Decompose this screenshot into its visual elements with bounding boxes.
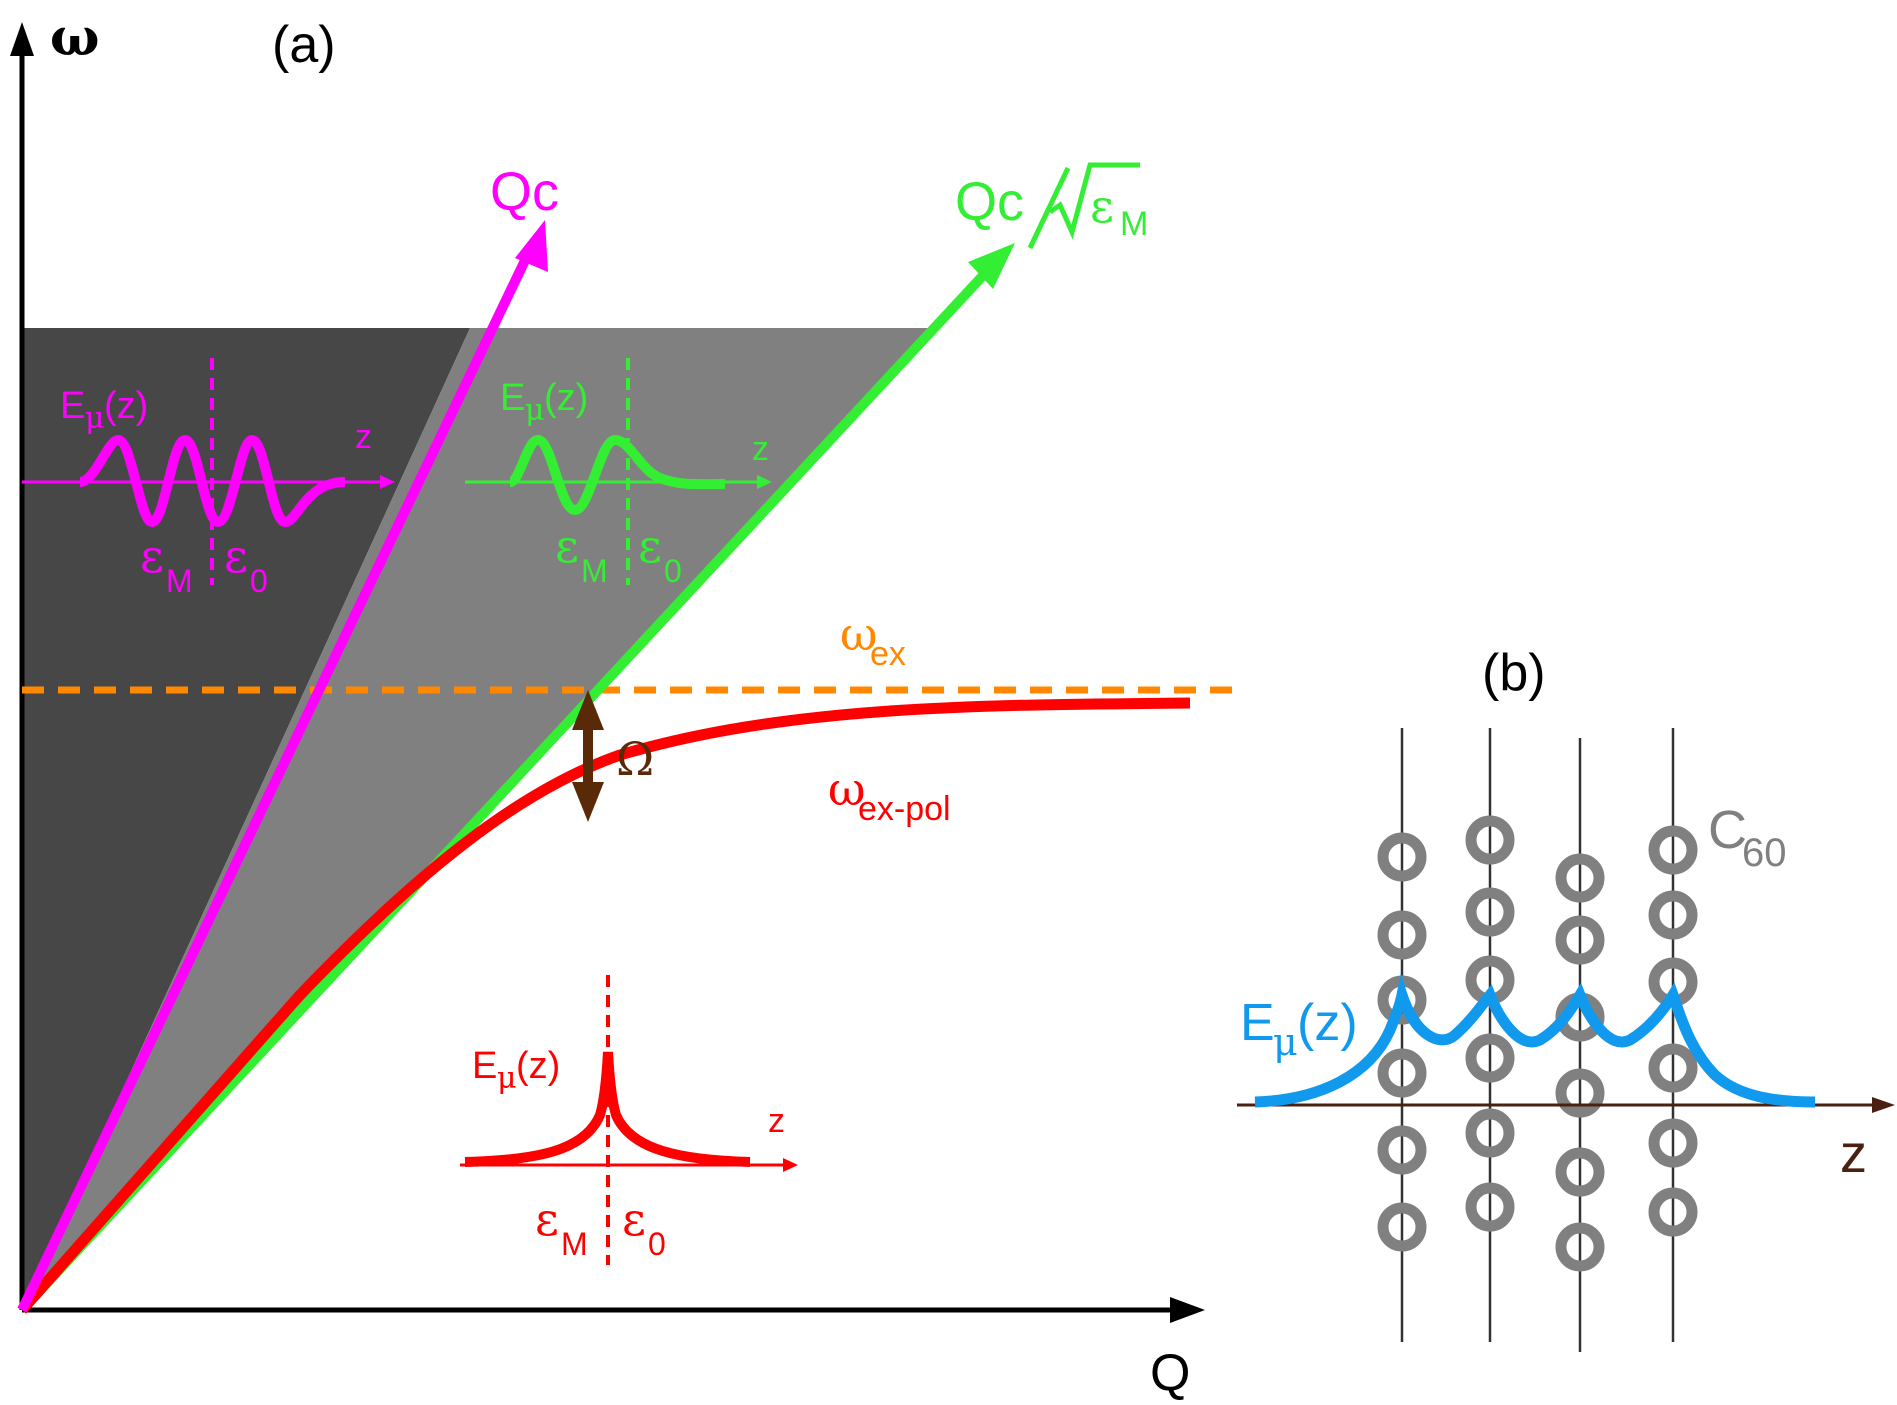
light-line-medium-arrow-icon — [968, 243, 1015, 289]
c60-molecule — [1377, 1202, 1427, 1252]
inset-medium-eps-right-sub: 0 — [664, 553, 682, 589]
panel-a: ω Q (a) Ω Qc Qc ε M ω ex — [10, 7, 1238, 1402]
inset-vacuum-eps-left-sub: M — [166, 563, 193, 599]
inset-polariton-eps-right-sub: 0 — [648, 1226, 666, 1262]
c60-molecule — [1465, 1033, 1515, 1083]
inset-vacuum-eps-left: ε — [140, 529, 164, 583]
inset-polariton-field-arg: (z) — [516, 1045, 560, 1087]
inset-medium-axis-label: z — [752, 430, 769, 468]
polariton-curve — [17, 697, 1191, 1314]
inset-vacuum-field-wave — [78, 434, 346, 528]
inset-polariton-field-label: E — [472, 1045, 497, 1087]
inset-medium-field-arg: (z) — [544, 377, 588, 419]
panel-b-z-axis-arrow-icon — [1872, 1097, 1895, 1113]
inset-polariton-eps-right: ε — [622, 1192, 646, 1246]
y-axis-label: ω — [50, 7, 100, 68]
rabi-label: Ω — [616, 732, 654, 786]
c60-molecule — [1377, 832, 1427, 882]
polariton-label-sub: ex-pol — [858, 790, 951, 828]
inset-polariton-axis-arrow-icon — [783, 1158, 798, 1172]
c60-molecule — [1648, 1187, 1698, 1237]
inset-polariton-eps-left-sub: M — [561, 1226, 588, 1262]
c60-molecule — [1555, 1068, 1605, 1118]
polariton-label-main: ω — [828, 762, 866, 816]
c60-molecule — [1465, 1182, 1515, 1232]
rabi-arrow-up-icon — [572, 690, 604, 730]
light-line-vacuum-arrow-icon — [515, 220, 548, 272]
c60-label-main: C — [1708, 800, 1747, 860]
inset-medium-field-label: E — [500, 377, 525, 419]
c60-molecule — [1648, 1118, 1698, 1168]
inset-vacuum-eps-right: ε — [224, 529, 248, 583]
c60-molecule — [1465, 887, 1515, 937]
c60-molecule — [1377, 1048, 1427, 1098]
inset-medium-eps-left-sub: M — [581, 553, 608, 589]
panel-b-field-profile — [1254, 973, 1816, 1108]
panel-b-field-label-arg: (z) — [1297, 994, 1358, 1052]
inset-polariton-eps-left: ε — [535, 1192, 559, 1246]
c60-molecule — [1648, 1043, 1698, 1093]
inset-medium-axis-arrow-icon — [757, 475, 772, 489]
inset-medium-eps-left: ε — [555, 519, 579, 573]
inset-vacuum: E μ (z) z ε M ε 0 — [22, 358, 395, 599]
inset-polariton-field-peak — [464, 1051, 751, 1167]
c60-molecule — [1377, 1125, 1427, 1175]
light-line-medium — [18, 264, 994, 1314]
light-line-medium-label-main: Qc — [955, 172, 1024, 232]
c60-molecule — [1555, 1222, 1605, 1272]
panel-b-label: (b) — [1482, 644, 1546, 702]
inset-polariton: E μ (z) z ε M ε 0 — [460, 975, 798, 1265]
sqrt-slash — [1027, 166, 1071, 250]
c60-molecule — [1465, 815, 1515, 865]
c60-molecule — [1555, 915, 1605, 965]
inset-vacuum-axis-arrow-icon — [380, 475, 395, 489]
x-axis-arrow-icon — [1170, 1297, 1205, 1323]
light-line-vacuum — [17, 247, 535, 1313]
panel-b-axis-label: z — [1840, 1124, 1867, 1184]
panel-b-field-label-sub: μ — [1273, 1020, 1298, 1064]
exciton-level-label-sub: ex — [870, 635, 906, 673]
inset-vacuum-field-label: E — [60, 385, 85, 427]
c60-molecule — [1648, 825, 1698, 875]
c60-molecule — [1648, 890, 1698, 940]
x-axis-label: Q — [1150, 1344, 1190, 1402]
panel-b-field-label: E μ (z) — [1240, 994, 1358, 1064]
panel-b: (b) — [1237, 644, 1895, 1352]
exciton-level-label: ω ex — [840, 607, 906, 673]
inset-vacuum-field-sub: μ — [85, 401, 105, 436]
c60-molecule — [1465, 1108, 1515, 1158]
c60-molecule — [1377, 910, 1427, 960]
inset-medium-eps-right: ε — [638, 519, 662, 573]
rabi-arrow-down-icon — [572, 782, 604, 822]
inset-medium-field-wave — [507, 434, 726, 516]
panel-b-field-label-main: E — [1240, 994, 1275, 1052]
c60-label-sub: 60 — [1742, 831, 1787, 875]
exciton-level-label-main: ω — [840, 607, 878, 661]
inset-vacuum-axis-label: z — [355, 418, 372, 456]
inset-polariton-field-sub: μ — [497, 1061, 517, 1096]
inset-medium-field-sub: μ — [525, 393, 545, 428]
light-line-medium-label-eps-sub: M — [1120, 205, 1148, 243]
inset-vacuum-field-arg: (z) — [104, 385, 148, 427]
light-line-medium-label: Qc ε M — [955, 162, 1148, 250]
panel-a-label: (a) — [272, 16, 336, 74]
light-line-vacuum-label: Qc — [490, 162, 559, 222]
polariton-label: ω ex-pol — [828, 762, 951, 828]
y-axis-arrow-icon — [10, 22, 34, 56]
sqrt-sign-icon — [1048, 162, 1140, 240]
light-line-medium-label-eps: ε — [1090, 179, 1114, 233]
c60-molecule — [1555, 1147, 1605, 1197]
inset-vacuum-eps-right-sub: 0 — [250, 563, 268, 599]
c60-molecule — [1555, 853, 1605, 903]
inset-medium: E μ (z) z ε M ε 0 — [465, 358, 772, 589]
inset-polariton-axis-label: z — [768, 1102, 785, 1140]
c60-label: C 60 — [1708, 800, 1787, 875]
